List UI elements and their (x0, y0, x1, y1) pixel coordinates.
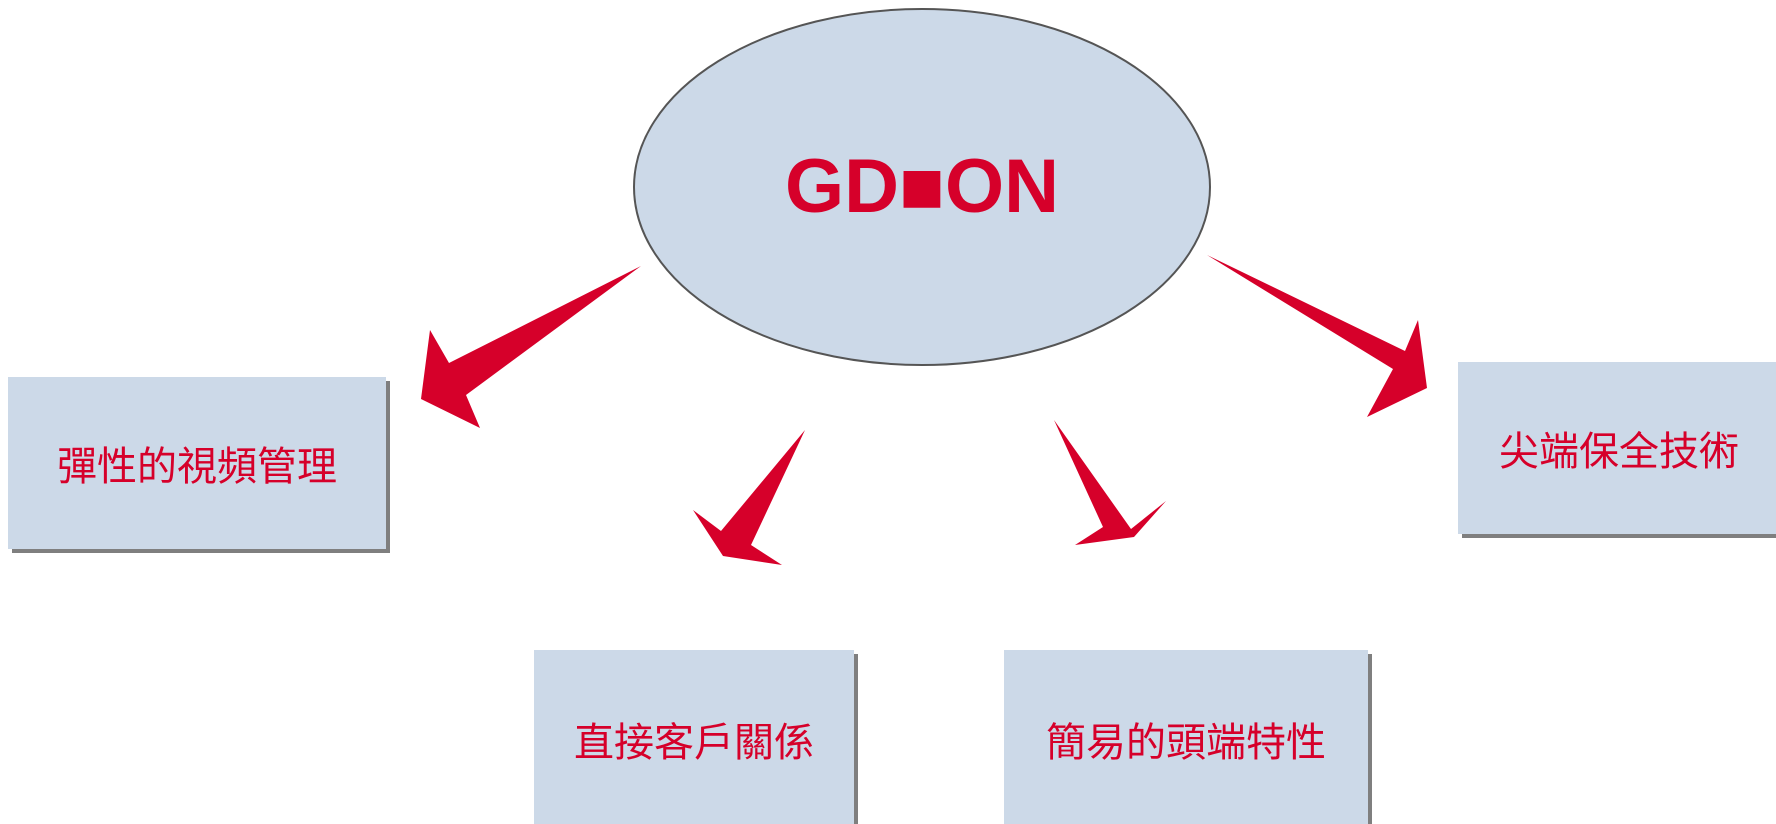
node-left: 彈性的視頻管理 (8, 377, 386, 549)
arrow-to-right-node (1207, 255, 1427, 417)
arrow-to-left-node (421, 266, 641, 428)
node-bottom-right-label: 簡易的頭端特性 (1046, 720, 1326, 766)
center-title: GD■ON (785, 144, 1059, 229)
node-right: 尖端保全技術 (1458, 362, 1776, 534)
center-ellipse (633, 8, 1211, 366)
arrow-to-bottom-right-node (1054, 420, 1166, 545)
node-right-label: 尖端保全技術 (1499, 429, 1739, 475)
node-bottom-left-label: 直接客戶關係 (574, 720, 814, 766)
center-title-wrap: GD■ON (633, 8, 1211, 366)
node-left-label: 彈性的視頻管理 (57, 444, 337, 490)
node-bottom-right: 簡易的頭端特性 (1004, 650, 1368, 824)
arrow-to-bottom-left-node (693, 430, 805, 565)
node-bottom-left: 直接客戶關係 (534, 650, 854, 824)
